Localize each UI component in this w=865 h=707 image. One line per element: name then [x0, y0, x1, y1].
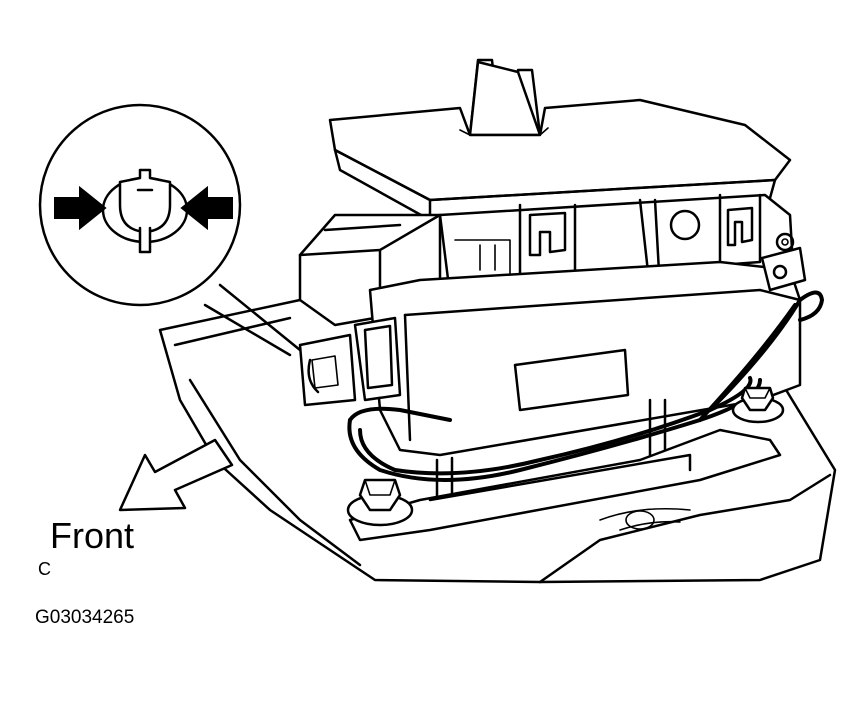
right-mount-tab [760, 232, 807, 292]
figure-code-label: G03034265 [35, 607, 135, 628]
front-direction-arrow-icon [118, 438, 234, 512]
corner-mark-label: C [38, 559, 51, 579]
control-unit-box [298, 260, 802, 457]
clip-release-detail-icon [38, 103, 242, 307]
bolt-rear-right [731, 386, 785, 424]
callout-leader [203, 283, 302, 357]
shift-lever-shaft [468, 58, 542, 137]
front-direction-label: Front [50, 515, 135, 556]
bolt-front-left [346, 478, 414, 527]
base-rail [348, 428, 782, 542]
